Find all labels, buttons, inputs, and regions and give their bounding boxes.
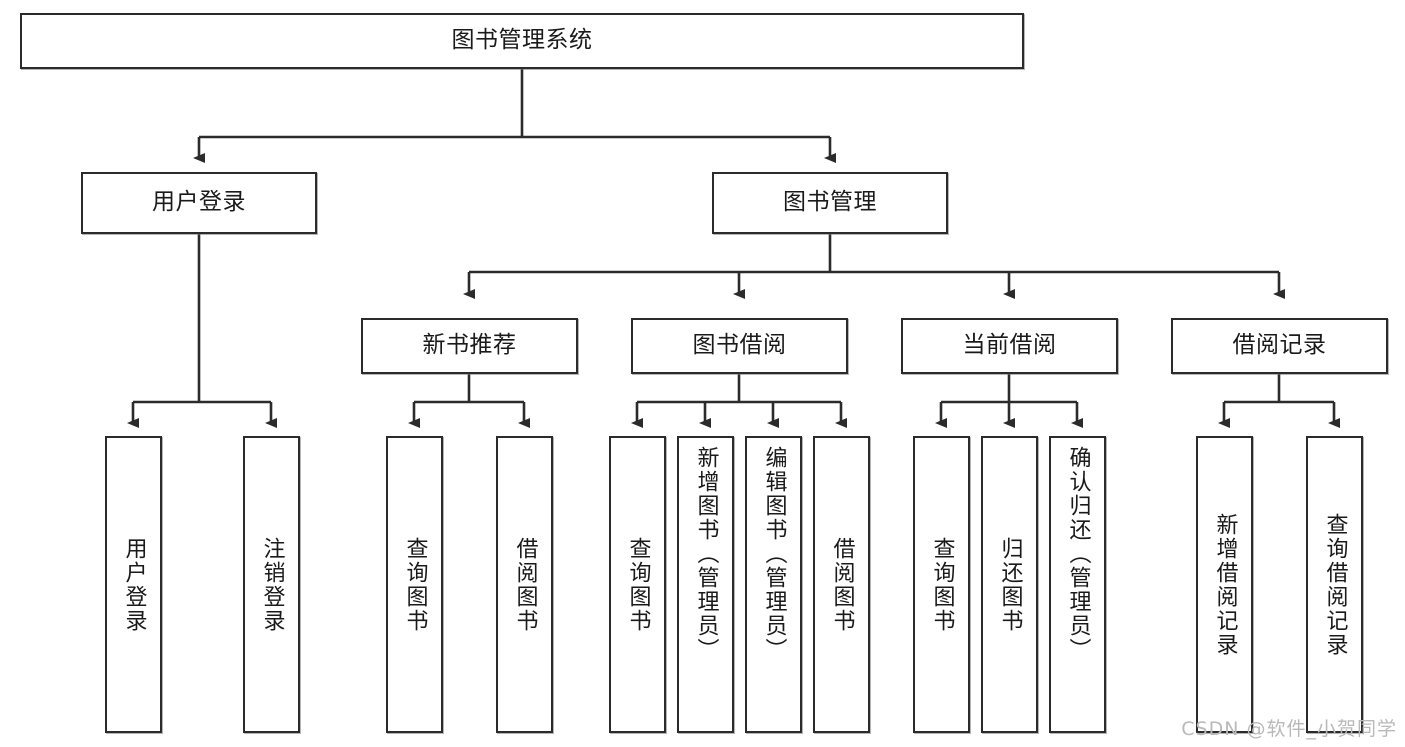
node-label: 确认归还（管理员）: [1065, 446, 1091, 662]
node-label: 查询图书: [625, 536, 651, 633]
node-leaf-query-book-current[interactable]: 查询图书: [913, 436, 970, 733]
node-label: 查询图书: [929, 536, 955, 633]
node-new-book-recommend[interactable]: 新书推荐: [361, 318, 578, 374]
node-leaf-user-login[interactable]: 用户登录: [105, 436, 162, 733]
node-leaf-borrow-book-recommend[interactable]: 借阅图书: [496, 436, 553, 733]
node-label: 图书管理: [783, 189, 877, 216]
node-label: 查询借阅记录: [1322, 512, 1348, 657]
node-leaf-return-book[interactable]: 归还图书: [981, 436, 1038, 733]
node-label: 用户登录: [121, 536, 147, 633]
node-leaf-confirm-return-admin[interactable]: 确认归还（管理员）: [1049, 436, 1106, 733]
node-label: 新书推荐: [422, 332, 517, 359]
node-label: 图书管理系统: [451, 27, 593, 54]
node-label: 当前借阅: [962, 332, 1057, 359]
node-leaf-query-borrow-record[interactable]: 查询借阅记录: [1306, 436, 1363, 733]
node-borrow-record[interactable]: 借阅记录: [1171, 318, 1388, 374]
node-user-login[interactable]: 用户登录: [81, 172, 317, 234]
node-label: 用户登录: [152, 189, 246, 216]
node-label: 借阅图书: [512, 536, 538, 633]
node-current-borrow[interactable]: 当前借阅: [901, 318, 1118, 374]
node-label: 借阅图书: [829, 536, 855, 633]
node-label: 注销登录: [259, 536, 285, 633]
node-leaf-logout[interactable]: 注销登录: [243, 436, 300, 733]
node-label: 借阅记录: [1232, 332, 1327, 359]
node-root-system[interactable]: 图书管理系统: [20, 13, 1024, 69]
node-leaf-add-borrow-record[interactable]: 新增借阅记录: [1196, 436, 1253, 733]
node-leaf-query-book-borrow[interactable]: 查询图书: [609, 436, 666, 733]
node-label: 归还图书: [997, 536, 1023, 633]
node-book-management[interactable]: 图书管理: [712, 172, 948, 234]
node-leaf-edit-book-admin[interactable]: 编辑图书（管理员）: [745, 436, 802, 733]
node-label: 编辑图书（管理员）: [761, 446, 787, 662]
node-label: 图书借阅: [692, 332, 787, 359]
watermark-text: CSDN @软件_小贺同学: [1181, 718, 1397, 740]
node-label: 新增图书（管理员）: [693, 446, 719, 662]
node-label: 新增借阅记录: [1212, 512, 1238, 657]
node-label: 查询图书: [402, 536, 428, 633]
node-leaf-query-book-recommend[interactable]: 查询图书: [386, 436, 443, 733]
node-book-borrow[interactable]: 图书借阅: [631, 318, 848, 374]
node-leaf-add-book-admin[interactable]: 新增图书（管理员）: [677, 436, 734, 733]
node-leaf-borrow-book[interactable]: 借阅图书: [813, 436, 870, 733]
